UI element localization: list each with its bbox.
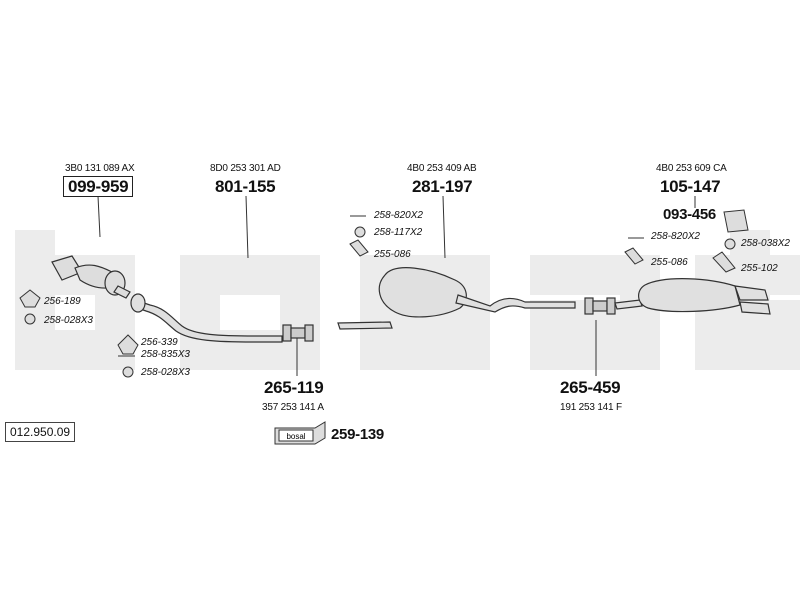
part-number: 281-197 — [412, 177, 473, 196]
catalytic-converter — [51, 255, 131, 299]
part-oem: 4B0 253 409 AB — [407, 163, 477, 174]
bracket-icon — [723, 209, 749, 233]
kit-brand-label: bosal — [286, 432, 305, 441]
bracket-number: 093-456 — [663, 206, 716, 223]
part-number: 105-147 — [660, 177, 721, 196]
part-number: 099-959 — [63, 176, 134, 197]
hanger-icon — [624, 247, 644, 265]
accessory-label: 258-028X3 — [44, 315, 93, 326]
middle-silencer — [337, 267, 576, 330]
kit-number: 259-139 — [331, 426, 384, 443]
gasket-icon — [19, 289, 41, 308]
rear-silencer — [614, 278, 771, 315]
reference-number: 012.950.09 — [5, 422, 76, 442]
hanger-icon — [712, 251, 736, 273]
ring-icon — [354, 226, 366, 238]
accessory-label: 255-102 — [741, 263, 778, 274]
part-number: 801-155 — [215, 177, 276, 196]
ring-icon — [724, 238, 736, 250]
part-oem: 8D0 253 301 AD — [210, 163, 281, 174]
part-oem: 4B0 253 609 CA — [656, 163, 727, 174]
accessory-label: 256-189 — [44, 296, 81, 307]
hanger-icon — [349, 239, 369, 257]
front-pipe — [130, 293, 283, 343]
accessory-label: 258-820X2 — [651, 231, 700, 242]
nut-icon — [24, 313, 36, 325]
accessory-label: 258-028X3 — [141, 367, 190, 378]
gasket-icon — [117, 334, 139, 355]
accessory-label: 256-339 — [141, 337, 178, 348]
accessory-label: 258-117X2 — [374, 227, 423, 238]
part-oem: 191 253 141 F — [560, 402, 622, 413]
part-oem: 3B0 131 089 AX — [65, 163, 135, 174]
accessory-label: 255-086 — [651, 257, 688, 268]
part-number: 265-459 — [560, 378, 621, 397]
clamp-265-459 — [584, 297, 616, 315]
accessory-label: 255-086 — [374, 249, 411, 260]
clamp-265-119 — [282, 324, 314, 342]
part-number: 265-119 — [264, 378, 324, 397]
accessory-label: 258-820X2 — [374, 210, 423, 221]
accessory-label: 258-038X2 — [741, 238, 790, 249]
kit-box-icon: bosal — [274, 421, 326, 445]
part-oem: 357 253 141 A — [262, 402, 324, 413]
accessory-label: 258-835X3 — [141, 349, 190, 360]
nut-icon — [122, 366, 134, 378]
